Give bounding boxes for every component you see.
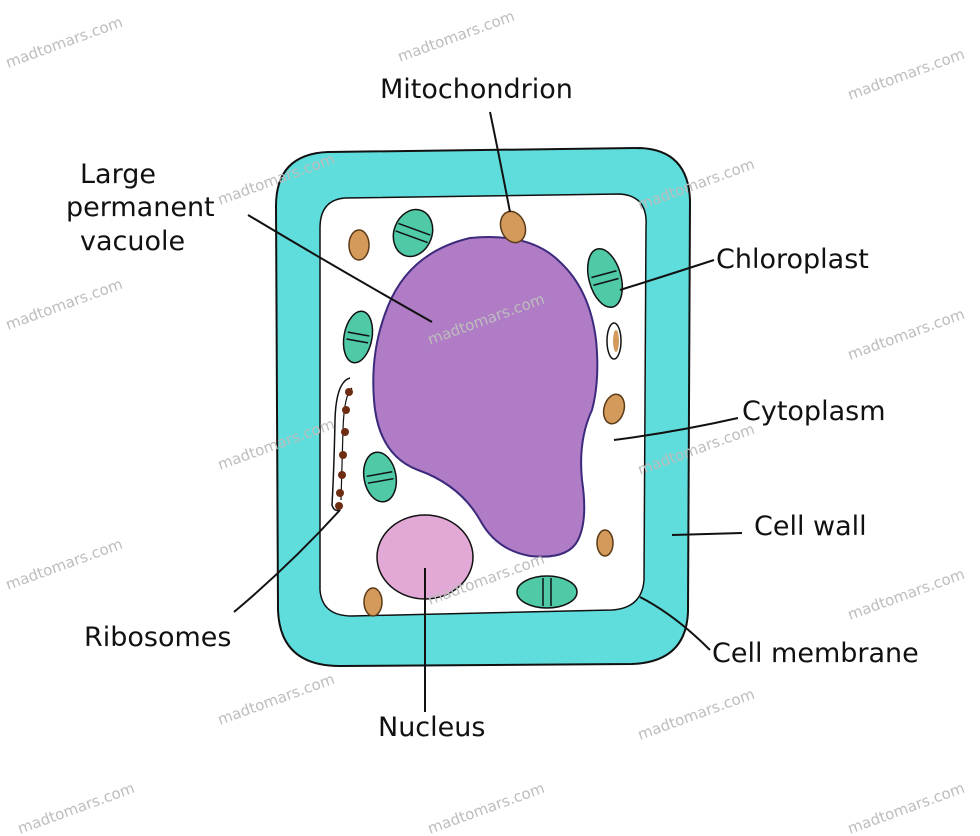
ribosome	[342, 406, 350, 414]
chloroplast-5	[516, 575, 578, 609]
mitochondrion-5	[363, 587, 383, 617]
chloroplast-2	[586, 247, 624, 309]
label-cytoplasm: Cytoplasm	[742, 396, 886, 427]
endoplasmic-reticulum	[331, 377, 351, 512]
watermark: madtomars.com	[3, 275, 125, 334]
watermark: madtomars.com	[635, 685, 757, 744]
ribosomes-group	[335, 388, 353, 510]
label-ribosomes: Ribosomes	[84, 622, 232, 653]
ribosome	[339, 451, 347, 459]
leader-cell-wall	[671, 532, 743, 536]
ribosome	[345, 388, 353, 396]
label-vacuole-line2: permanent	[66, 192, 215, 223]
label-chloroplast: Chloroplast	[716, 244, 869, 275]
ribosome	[341, 428, 349, 436]
vacuole	[372, 236, 599, 558]
ribosome	[338, 471, 346, 479]
leader-ribosomes	[233, 509, 341, 613]
leader-mitochondrion	[489, 111, 511, 213]
leader-cell-membrane	[639, 596, 711, 651]
leader-lines	[233, 111, 743, 712]
mitochondrion-4	[596, 529, 614, 557]
watermark: madtomars.com	[3, 535, 125, 594]
watermark: madtomars.com	[3, 13, 125, 72]
watermark: madtomars.com	[845, 45, 967, 104]
mitochondrion-3	[602, 393, 626, 425]
leader-chloroplast	[619, 259, 715, 291]
chloroplast-3	[342, 310, 374, 364]
mitochondrion-6-inner	[613, 330, 619, 352]
chloroplast-4	[362, 451, 398, 503]
watermark: madtomars.com	[395, 7, 517, 66]
watermark: madtomars.com	[845, 305, 967, 364]
watermark: madtomars.com	[845, 779, 967, 836]
ribosome	[336, 489, 344, 497]
label-cell-wall: Cell wall	[754, 511, 867, 542]
mitochondrion-6	[606, 322, 622, 360]
mitochondrion-2	[348, 229, 370, 261]
label-mitochondrion: Mitochondrion	[380, 74, 573, 105]
leader-vacuole	[247, 214, 433, 323]
watermark: madtomars.com	[425, 779, 547, 836]
watermark: madtomars.com	[845, 565, 967, 624]
chloroplast-1	[392, 208, 434, 258]
leader-cytoplasm	[613, 417, 739, 441]
watermark: madtomars.com	[215, 670, 337, 729]
mitochondrion-1	[499, 210, 527, 244]
label-vacuole-line3: vacuole	[80, 226, 185, 257]
label-cell-membrane: Cell membrane	[712, 638, 919, 669]
watermark: madtomars.com	[15, 779, 137, 836]
label-vacuole-line1: Large	[80, 159, 156, 190]
ribosome	[335, 502, 343, 510]
label-nucleus: Nucleus	[378, 712, 485, 743]
